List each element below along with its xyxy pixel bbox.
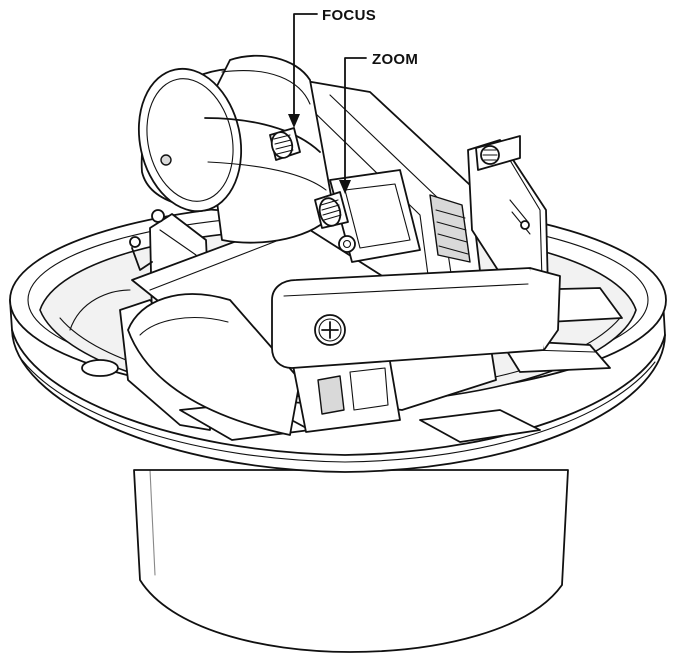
zoom-label: ZOOM <box>372 51 418 68</box>
focus-screw <box>269 127 301 161</box>
right-latch <box>467 135 549 299</box>
bracket-screw-left-lower <box>129 236 141 248</box>
focus-callout: FOCUS <box>288 7 376 128</box>
bracket-screw-left <box>151 209 165 223</box>
mounting-hole-left <box>81 359 119 377</box>
focus-label: FOCUS <box>322 7 376 24</box>
tilt-strap <box>271 267 561 369</box>
lens-assembly <box>137 54 335 244</box>
connector-block <box>317 375 345 415</box>
housing-body <box>133 469 569 653</box>
chassis-screw <box>338 235 356 253</box>
zoom-callout: ZOOM <box>339 51 418 194</box>
focus-arrowhead <box>288 114 300 128</box>
vent-grille <box>429 194 471 263</box>
lens-marker <box>160 154 172 166</box>
zoom-arrowhead <box>339 180 351 194</box>
zoom-screw <box>314 191 349 229</box>
